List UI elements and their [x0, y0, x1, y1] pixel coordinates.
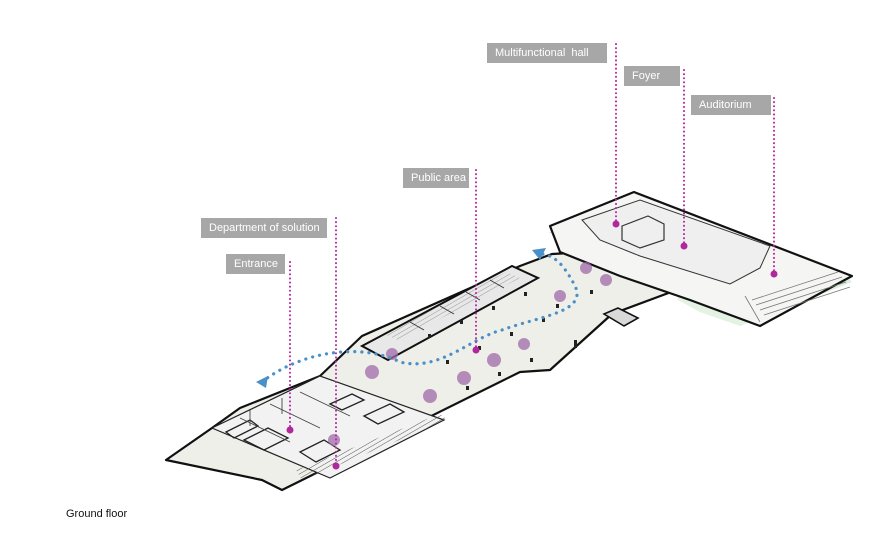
path-arrow-east [532, 248, 546, 260]
west-block-partitions [239, 391, 351, 443]
tree [365, 365, 379, 379]
auditorium-inner [581, 199, 771, 285]
auditorium-seating [744, 271, 851, 323]
leader-lines [289, 43, 775, 467]
tree [554, 290, 566, 302]
tree [457, 371, 471, 385]
tree [386, 348, 398, 360]
tree [423, 389, 437, 403]
kiosk [602, 307, 640, 327]
path-arrow-west [256, 376, 268, 388]
tree [487, 353, 501, 367]
tree [328, 434, 340, 446]
leader-dots [286, 220, 778, 470]
north-block-rooms [384, 272, 520, 340]
tree [518, 338, 530, 350]
trees [328, 262, 612, 446]
label-department-of-solution: Department of solution [201, 218, 327, 238]
label-foyer: Foyer [624, 66, 680, 86]
figure-caption: Ground floor [66, 508, 128, 520]
floor-slab [164, 250, 692, 492]
label-public-area: Public area [403, 168, 469, 188]
columns [428, 290, 593, 390]
label-entrance: Entrance [226, 254, 285, 274]
circulation-path [260, 252, 579, 384]
label-multifunctional-hall: Multifunctional hall [487, 43, 607, 63]
foyer-box [621, 215, 665, 249]
north-block-walls [409, 279, 505, 331]
west-block-rooms [224, 393, 406, 463]
tree [600, 274, 612, 286]
tree [580, 262, 592, 274]
label-auditorium: Auditorium [691, 95, 771, 115]
